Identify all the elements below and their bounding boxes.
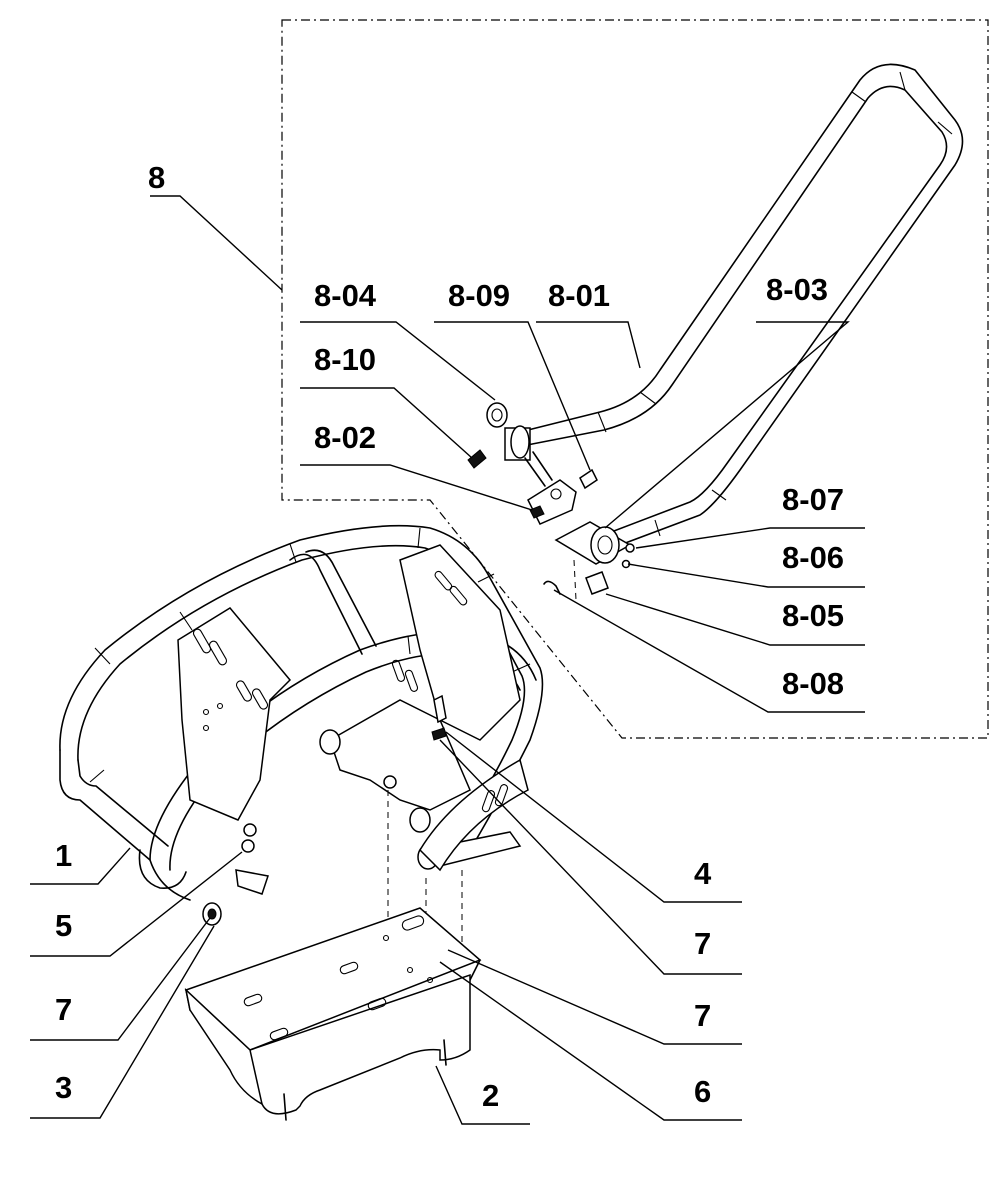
subassembly-8-boundary [281,19,989,739]
callout-8-05: 8-05 [782,598,844,633]
callout-7-right-lower: 7 [694,998,711,1033]
callout-8-01: 8-01 [548,278,610,313]
callout-8-03: 8-03 [766,272,828,307]
callout-8-10: 8-10 [314,342,376,377]
callout-8-02: 8-02 [314,420,376,455]
mounting-plates [177,544,529,872]
leader-lines [30,195,865,1125]
callout-3: 3 [55,1070,72,1105]
callout-8-08: 8-08 [782,666,844,701]
callout-8-06: 8-06 [782,540,844,575]
callout-8-09: 8-09 [448,278,510,313]
callout-7-right-upper: 7 [694,926,711,961]
callout-4: 4 [694,856,712,891]
callout-1: 1 [55,838,72,873]
base-plate-2 [184,907,482,1121]
pivot-assembly-left [467,402,598,525]
callout-2: 2 [482,1078,499,1113]
callout-6: 6 [694,1074,711,1109]
callout-7-left: 7 [55,992,72,1027]
frame-1 [59,524,544,901]
handle-tube-8-01 [521,63,964,549]
pivot-assembly-right [543,521,635,601]
callout-8-04: 8-04 [314,278,377,313]
callout-8-07: 8-07 [782,482,844,517]
callout-8: 8 [148,160,165,195]
callout-labels: 8 8-04 8-09 8-01 8-03 8-10 8-02 8-07 8-0… [55,160,844,1113]
callout-5: 5 [55,908,72,943]
